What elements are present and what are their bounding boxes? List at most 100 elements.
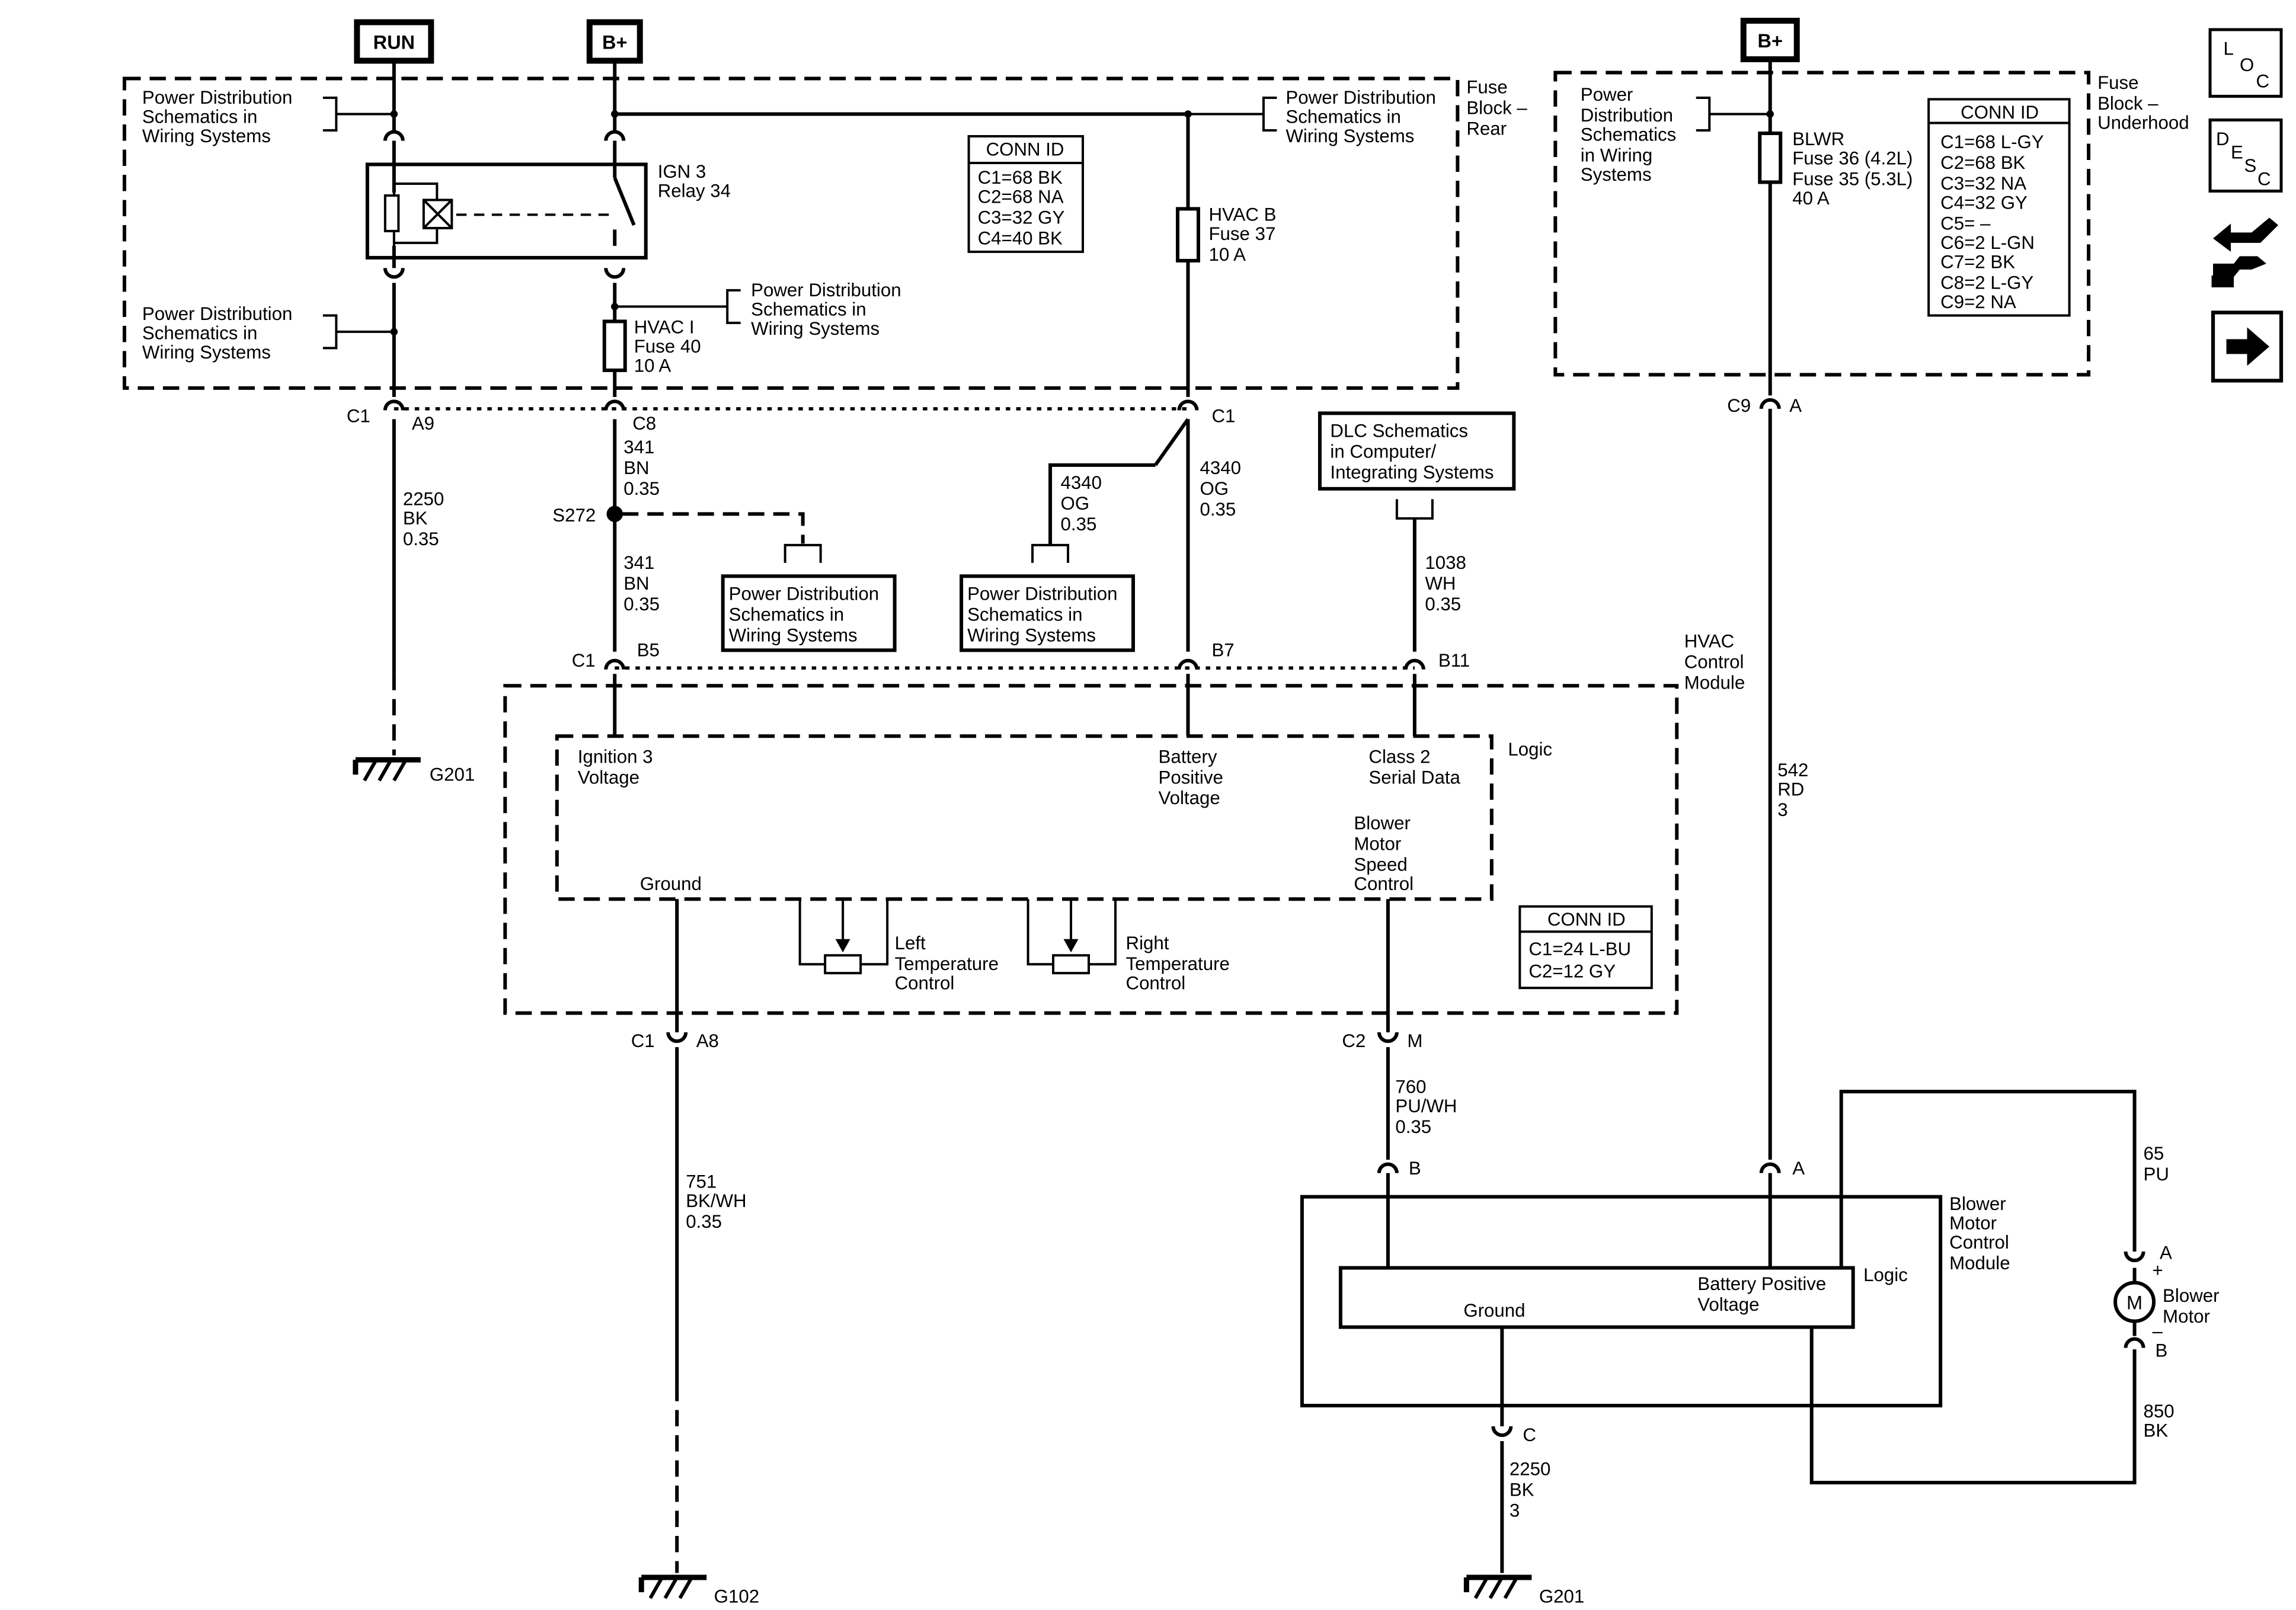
svg-text:C8=2 L-GY: C8=2 L-GY	[1940, 272, 2033, 293]
svg-text:D: D	[2216, 129, 2230, 149]
bmcm-pin-c-label: C	[1523, 1425, 1536, 1445]
svg-text:DLC Schematics: DLC Schematics	[1330, 420, 1468, 441]
pd-ref-top-left: Power Distribution Schematics in Wiring …	[142, 87, 394, 146]
svg-text:Power Distribution: Power Distribution	[729, 583, 879, 604]
arrow-right-icon[interactable]	[2211, 311, 2284, 383]
svg-text:Control: Control	[1949, 1232, 2009, 1253]
svg-text:BK: BK	[1510, 1480, 1534, 1500]
svg-text:Block –: Block –	[2097, 93, 2159, 114]
svg-text:HVAC I: HVAC I	[634, 316, 695, 337]
ground-g102: G102	[641, 1577, 759, 1607]
svg-text:HVAC: HVAC	[1684, 630, 1734, 651]
wire-850-bk: 850 BK	[1809, 1327, 2175, 1485]
pin-class2-serial-data: Class 2 Serial Data	[1368, 746, 1460, 788]
svg-text:1038: 1038	[1425, 552, 1466, 573]
svg-text:Schematics in: Schematics in	[729, 604, 844, 625]
svg-text:WH: WH	[1425, 573, 1456, 594]
conn-c1-a8-label: C1	[631, 1030, 655, 1051]
svg-text:Wiring Systems: Wiring Systems	[1285, 126, 1414, 146]
svg-text:C4=40 BK: C4=40 BK	[978, 228, 1063, 248]
b-plus-rear-tag: B+	[586, 19, 643, 64]
pin-ignition3-voltage: Ignition 3 Voltage	[578, 746, 653, 788]
svg-text:CONN ID: CONN ID	[986, 139, 1064, 159]
svg-text:Wiring Systems: Wiring Systems	[142, 126, 271, 146]
svg-text:Blower: Blower	[1949, 1193, 2006, 1214]
svg-text:Schematics in: Schematics in	[142, 322, 257, 343]
hvac-logic-block	[555, 734, 1494, 901]
svg-text:BN: BN	[623, 457, 649, 478]
wire-2250-bk-3: 2250 BK 3	[1500, 1441, 1550, 1573]
svg-text:3: 3	[1510, 1500, 1520, 1521]
run-relay-output	[385, 245, 403, 397]
pin-c9-a-label: A	[1789, 395, 1802, 416]
svg-text:C: C	[2256, 71, 2270, 91]
svg-text:341: 341	[623, 552, 654, 573]
svg-text:Power Distribution: Power Distribution	[751, 280, 901, 300]
svg-text:Relay 34: Relay 34	[658, 180, 731, 201]
pin-blower-motor-speed-control: Blower Motor Speed Control	[1354, 813, 1414, 894]
connector-icon[interactable]	[2211, 217, 2279, 287]
svg-text:C3=32 GY: C3=32 GY	[978, 207, 1065, 228]
conn-c8-label: C8	[632, 413, 656, 434]
loc-icon[interactable]: L O C	[2208, 28, 2283, 98]
pin-m-label: M	[1407, 1030, 1422, 1051]
svg-text:Voltage: Voltage	[578, 767, 639, 788]
right-temperature-control: Right Temperature Control	[1027, 899, 1230, 994]
bmcm-pin-b-label: B	[1409, 1158, 1421, 1179]
svg-text:B+: B+	[602, 31, 627, 53]
svg-text:0.35: 0.35	[623, 594, 660, 614]
svg-text:B: B	[2156, 1340, 2168, 1361]
pd-ref-hvac-i: Power Distribution Schematics in Wiring …	[615, 280, 901, 339]
svg-text:PU: PU	[2144, 1164, 2169, 1185]
svg-text:C2=68 NA: C2=68 NA	[978, 186, 1064, 207]
svg-text:Battery: Battery	[1158, 746, 1217, 767]
svg-text:PU/WH: PU/WH	[1395, 1096, 1457, 1116]
svg-text:Fuse 37: Fuse 37	[1208, 223, 1275, 244]
svg-text:L: L	[2224, 38, 2234, 59]
desc-icon[interactable]: D E S C	[2208, 118, 2283, 193]
svg-text:Motor: Motor	[1949, 1213, 1997, 1234]
svg-text:3: 3	[1777, 799, 1787, 820]
svg-text:CONN ID: CONN ID	[1547, 909, 1626, 930]
svg-text:BK: BK	[403, 508, 428, 529]
relay-label: IGN 3 Relay 34	[658, 161, 731, 201]
ign3-relay	[365, 162, 648, 260]
pd-ref-og-box[interactable]: Power Distribution Schematics in Wiring …	[960, 574, 1136, 652]
ground-g201-bottom: G201	[1466, 1577, 1584, 1607]
svg-text:BN: BN	[623, 573, 649, 594]
svg-text:C7=2 BK: C7=2 BK	[1940, 251, 2015, 272]
dlc-ref-box[interactable]: DLC Schematics in Computer/ Integrating …	[1318, 411, 1516, 491]
svg-text:0.35: 0.35	[403, 529, 439, 549]
svg-text:Block –: Block –	[1466, 97, 1527, 118]
svg-text:–: –	[2153, 1321, 2163, 1342]
svg-text:Fuse 40: Fuse 40	[634, 336, 701, 357]
pd-ref-splice-box[interactable]: Power Distribution Schematics in Wiring …	[721, 574, 897, 652]
fuse-hvac-b-label: HVAC B Fuse 37 10 A	[1208, 204, 1276, 264]
svg-text:40 A: 40 A	[1792, 188, 1830, 209]
svg-text:RUN: RUN	[373, 31, 415, 53]
svg-text:Voltage: Voltage	[1158, 788, 1220, 808]
ground-g201-top: G201	[356, 760, 475, 785]
svg-text:O: O	[2240, 55, 2254, 75]
svg-text:A: A	[2160, 1243, 2172, 1263]
fuse-block-underhood-boundary	[1553, 71, 2091, 377]
left-temperature-control: Left Temperature Control	[798, 899, 999, 994]
svg-text:C: C	[2257, 168, 2271, 189]
bmcm-logic-label: Logic	[1863, 1265, 1908, 1285]
splice-s272: S272	[552, 505, 822, 563]
svg-text:IGN 3: IGN 3	[658, 161, 706, 182]
hvac-control-module-label: HVAC Control Module	[1684, 630, 1745, 693]
svg-text:Wiring Systems: Wiring Systems	[729, 625, 858, 645]
run-tag: RUN	[354, 19, 434, 64]
svg-text:B+: B+	[1758, 30, 1783, 52]
svg-text:341: 341	[623, 437, 654, 457]
bmcm-pin-ground: Ground	[1463, 1300, 1525, 1321]
svg-text:C5= –: C5= –	[1940, 213, 1991, 233]
svg-text:RD: RD	[1777, 779, 1804, 799]
svg-text:0.35: 0.35	[1200, 499, 1236, 520]
fuse-block-rear-boundary	[122, 76, 1460, 390]
svg-text:Blower: Blower	[2163, 1285, 2219, 1306]
svg-text:10 A: 10 A	[1208, 244, 1246, 265]
pin-a9-label: A9	[412, 413, 434, 434]
